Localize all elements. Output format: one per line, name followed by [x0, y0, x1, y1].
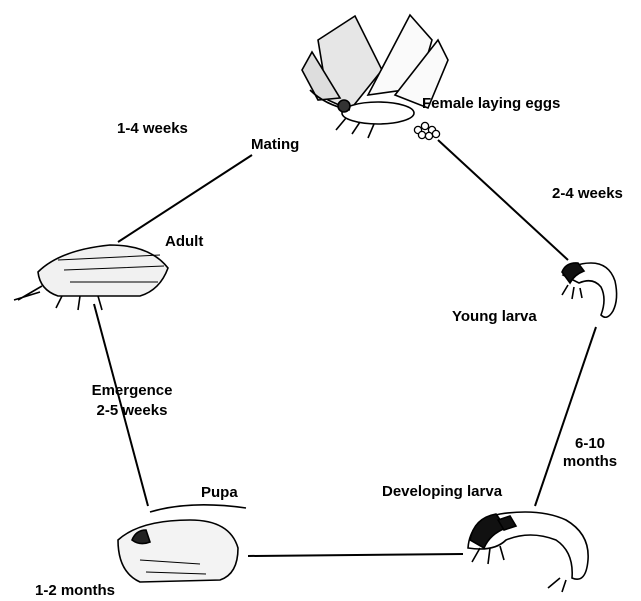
label-pupa: Pupa [201, 485, 238, 500]
duration-young-to-developing-value: 6-10 [560, 436, 620, 451]
developing-larva-icon [468, 512, 588, 592]
label-young-larva: Young larva [452, 309, 537, 324]
connector-eggs-young-larva [438, 140, 568, 260]
duration-young-to-developing: 6-10 months [560, 436, 620, 469]
label-emergence: Emergence [77, 383, 187, 398]
label-mating: Mating [251, 137, 299, 152]
duration-pupa: 1-2 months [35, 583, 115, 598]
egg-cluster-icon [414, 122, 439, 139]
label-developing-larva: Developing larva [382, 484, 502, 499]
label-female-laying-eggs: Female laying eggs [422, 96, 560, 111]
emergence-block: Emergence 2-5 weeks [77, 383, 187, 418]
label-adult: Adult [165, 234, 203, 249]
duration-adult-to-mating: 1-4 weeks [117, 121, 188, 136]
connector-adult-mating [118, 155, 252, 242]
pupa-icon [118, 505, 246, 582]
connector-developing-pupa [248, 554, 463, 556]
connector-young-developing [535, 327, 596, 506]
duration-eggs-to-young-larva: 2-4 weeks [552, 186, 623, 201]
moth-icon [302, 15, 448, 138]
young-larva-icon [562, 263, 617, 317]
duration-young-to-developing-unit: months [560, 454, 620, 469]
duration-emergence: 2-5 weeks [77, 403, 187, 418]
adult-caddisfly-icon [14, 245, 168, 310]
